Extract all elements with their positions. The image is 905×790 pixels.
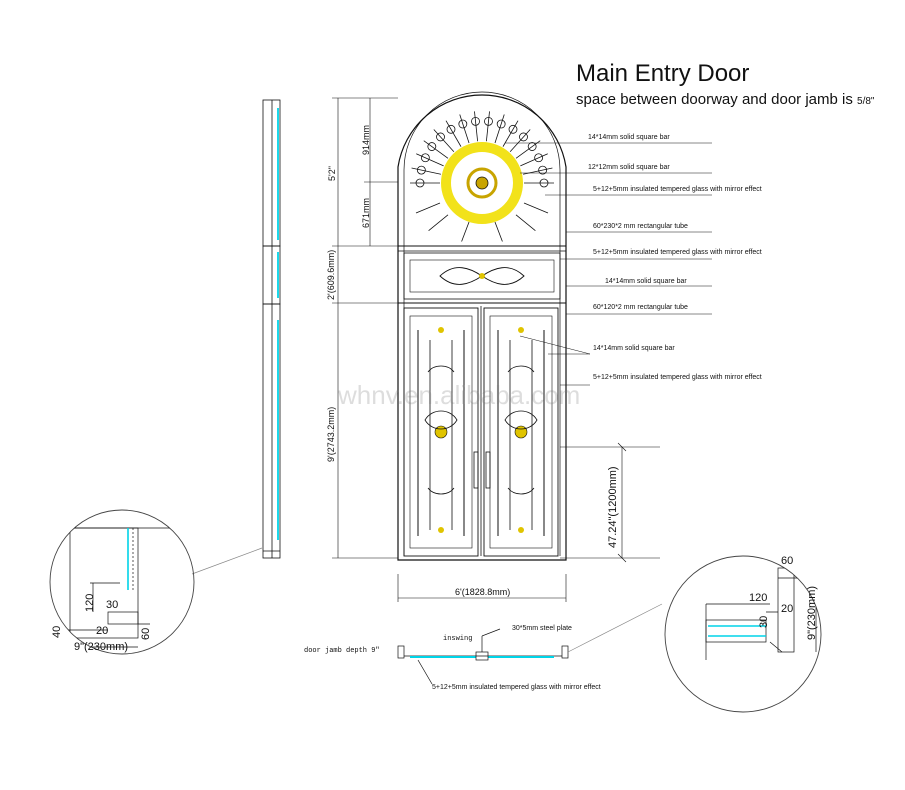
sunburst-ray xyxy=(494,114,505,144)
scroll-curl xyxy=(538,165,548,175)
watermark: whnv.en.alibaba.com xyxy=(338,380,581,410)
scroll-curl xyxy=(427,142,437,151)
scroll-curl xyxy=(471,116,480,126)
callout-glass-transom: 5+12+5mm insulated tempered glass with m… xyxy=(593,249,762,256)
dimension-lines-left xyxy=(332,97,398,559)
detail-left-40: 40 xyxy=(51,625,63,638)
leaf-ornaments xyxy=(424,273,538,533)
callout-square-bar-14: 14*14mm solid square bar xyxy=(588,134,670,141)
scroll-curl xyxy=(496,119,506,129)
callout-leaders xyxy=(505,142,712,386)
sunburst-ray xyxy=(445,120,462,147)
side-elevation xyxy=(262,99,281,559)
detail-left-120: 120 xyxy=(84,593,96,612)
dim-9ft: 9'(2743.2mm) xyxy=(326,406,336,462)
plan-jamb-depth: door jamb depth 9" xyxy=(304,647,380,655)
detail-circle-left xyxy=(49,509,195,655)
lower-ray xyxy=(415,202,441,214)
sunburst-ray xyxy=(433,129,455,153)
sunburst-ray xyxy=(423,140,449,159)
dim-2ft: 2'(609.6mm) xyxy=(326,249,336,300)
scroll-curl xyxy=(484,116,493,126)
scroll-curl xyxy=(416,165,426,175)
detail-right-60: 60 xyxy=(781,555,794,567)
dim-47in: 47.24"(1200mm) xyxy=(607,466,619,548)
lower-ray xyxy=(523,202,549,214)
dim-671mm: 671mm xyxy=(361,197,371,228)
detail-left-30: 30 xyxy=(106,599,119,611)
subtitle-text: space between doorway and door jamb is xyxy=(576,91,858,108)
sunburst-ray xyxy=(522,167,553,175)
sunburst-ray xyxy=(485,111,490,142)
scroll-curl xyxy=(458,119,468,129)
scroll-curl xyxy=(415,178,425,188)
scroll-curl xyxy=(527,142,537,151)
drawing-subtitle: space between doorway and door jamb is 5… xyxy=(576,91,874,108)
callout-square-bar-leaf: 14*14mm solid square bar xyxy=(593,345,675,352)
arch-sunburst xyxy=(410,111,554,242)
sunburst-ray xyxy=(502,120,519,147)
callout-square-bar-12: 12*12mm solid square bar xyxy=(588,164,670,171)
scroll-curl xyxy=(539,178,549,188)
detail-leader-left xyxy=(191,547,263,575)
dim-6ft: 6'(1828.8mm) xyxy=(455,587,511,597)
dim-5ft2: 5'2" xyxy=(327,166,337,181)
scroll-curl xyxy=(436,132,445,142)
lower-ray xyxy=(461,221,470,242)
scroll-curl xyxy=(446,124,456,134)
dim-914mm: 914mm xyxy=(361,124,371,155)
detail-left-60: 60 xyxy=(140,627,152,640)
plan-view xyxy=(397,603,663,685)
drawing-title: Main Entry Door xyxy=(576,60,750,87)
plan-glass: 5+12+5mm insulated tempered glass with m… xyxy=(432,684,601,691)
scroll-curl xyxy=(508,124,518,134)
dimension-width xyxy=(397,574,567,602)
callout-glass-leaf: 5+12+5mm insulated tempered glass with m… xyxy=(593,374,762,381)
detail-circle-right xyxy=(664,555,822,713)
callout-square-bar-transom: 14*14mm solid square bar xyxy=(605,278,687,285)
sunburst-ray xyxy=(416,153,444,167)
dimension-handle xyxy=(560,442,660,563)
detail-left-9in: 9"(230mm) xyxy=(74,641,129,653)
sunburst-ray xyxy=(520,153,548,167)
scroll-curl xyxy=(519,132,528,142)
subtitle-fraction: 5/8" xyxy=(857,96,875,107)
plan-inswing: inswing xyxy=(443,635,473,643)
detail-right-120: 120 xyxy=(749,592,768,604)
sunburst-ray xyxy=(515,140,541,159)
lower-ray xyxy=(515,214,536,231)
lower-ray xyxy=(428,214,449,231)
plan-steel-plate: 30*5mm steel plate xyxy=(512,625,572,632)
lower-ray xyxy=(494,221,503,242)
detail-right-20: 20 xyxy=(781,603,794,615)
callout-rect-tube-230: 60*230*2 mm rectangular tube xyxy=(593,223,688,230)
detail-left-20: 20 xyxy=(96,625,109,637)
scroll-curl xyxy=(534,153,544,163)
sunburst-ray xyxy=(411,167,442,175)
sunburst-ray xyxy=(474,111,479,142)
callout-glass-arch: 5+12+5mm insulated tempered glass with m… xyxy=(593,186,762,193)
sunburst-ray xyxy=(509,129,531,153)
scroll-curl xyxy=(420,153,430,163)
sunburst-ray xyxy=(459,114,470,144)
detail-right-9in: 9"(230mm) xyxy=(806,585,818,640)
callout-rect-tube-120: 60*120*2 mm rectangular tube xyxy=(593,304,688,311)
detail-right-30: 30 xyxy=(758,615,770,628)
front-elevation xyxy=(397,91,567,561)
